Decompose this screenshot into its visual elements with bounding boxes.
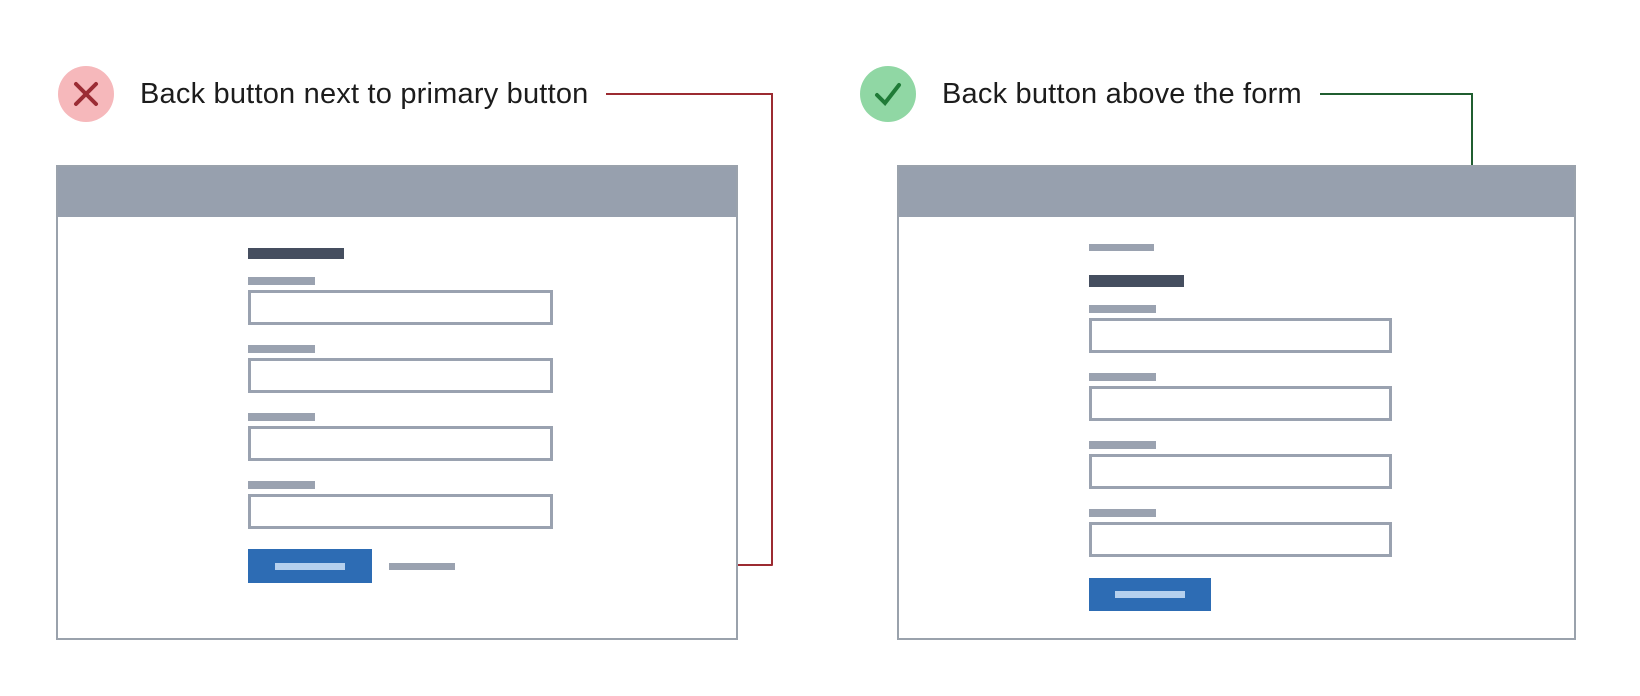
bad-wireframe-primary-button — [248, 549, 372, 583]
field-label-placeholder — [1089, 305, 1156, 313]
bad-wireframe-fields — [248, 277, 553, 529]
bad-wireframe-title-placeholder — [248, 248, 344, 259]
good-wireframe-button-row — [1089, 577, 1392, 611]
input-placeholder — [248, 290, 553, 325]
field-label-placeholder — [248, 277, 315, 285]
input-placeholder — [248, 426, 553, 461]
input-placeholder — [1089, 386, 1392, 421]
field-label-placeholder — [1089, 441, 1156, 449]
good-wireframe-primary-button — [1089, 577, 1211, 611]
bad-caption: Back button next to primary button — [58, 66, 773, 122]
good-wireframe-header-bar — [899, 167, 1574, 217]
bad-caption-leader-line — [606, 93, 773, 95]
wireframe-field-group — [1089, 305, 1392, 353]
bad-wireframe-header-bar — [58, 167, 736, 217]
bad-wireframe-form — [248, 248, 553, 583]
wireframe-field-group — [1089, 373, 1392, 421]
bad-wireframe-button-row — [248, 549, 553, 583]
bad-wireframe-primary-button-label — [275, 562, 345, 570]
wireframe-field-group — [248, 481, 553, 529]
good-wireframe-window — [897, 165, 1576, 640]
wireframe-field-group — [248, 277, 553, 325]
input-placeholder — [1089, 522, 1392, 557]
bad-caption-label: Back button next to primary button — [140, 77, 589, 110]
field-label-placeholder — [248, 481, 315, 489]
wireframe-field-group — [1089, 509, 1392, 557]
good-caption-leader-line — [1319, 93, 1473, 95]
bad-wireframe-window — [56, 165, 738, 640]
good-wireframe-title-placeholder — [1089, 275, 1184, 287]
input-placeholder — [248, 358, 553, 393]
check-icon — [860, 66, 916, 122]
wireframe-field-group — [248, 345, 553, 393]
input-placeholder — [248, 494, 553, 529]
good-caption: Back button above the form — [860, 66, 1473, 122]
field-label-placeholder — [1089, 373, 1156, 381]
good-wireframe-form — [1089, 244, 1392, 611]
bad-wireframe-back-link — [389, 562, 455, 570]
field-label-placeholder — [1089, 509, 1156, 517]
good-caption-label: Back button above the form — [942, 77, 1302, 110]
x-icon — [58, 66, 114, 122]
wireframe-field-group — [248, 413, 553, 461]
good-wireframe-fields — [1089, 305, 1392, 557]
field-label-placeholder — [248, 413, 315, 421]
wireframe-field-group — [1089, 441, 1392, 489]
good-wireframe-primary-button-label — [1115, 590, 1185, 598]
field-label-placeholder — [248, 345, 315, 353]
good-wireframe-back-link — [1089, 244, 1154, 251]
input-placeholder — [1089, 454, 1392, 489]
input-placeholder — [1089, 318, 1392, 353]
